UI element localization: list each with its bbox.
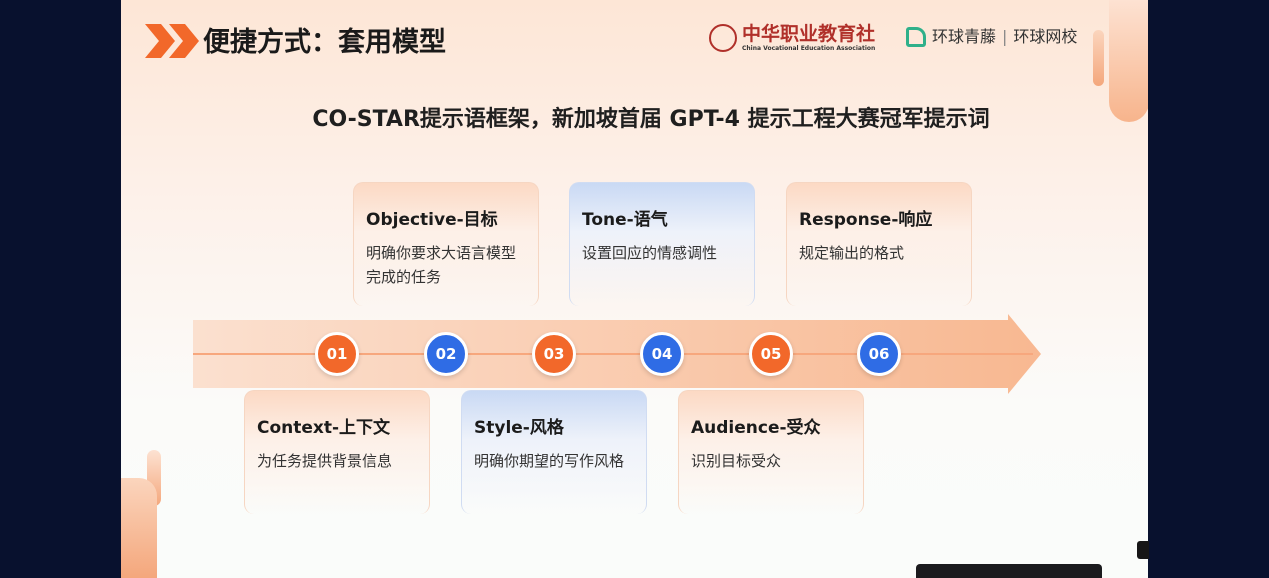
step-number-03: 03 — [532, 332, 576, 376]
step-number-04: 04 — [640, 332, 684, 376]
step-desc: 为任务提供背景信息 — [257, 452, 393, 470]
step-title: Style-风格 — [474, 418, 564, 438]
brand-separator: | — [1002, 27, 1008, 46]
step-desc: 明确你要求大语言模型完成的任务 — [366, 244, 517, 286]
step-number-06: 06 — [857, 332, 901, 376]
step-title: Tone-语气 — [582, 210, 668, 230]
step-number-01: 01 — [315, 332, 359, 376]
step-title: Context-上下文 — [257, 418, 391, 438]
step-card-tone: Tone-语气 设置回应的情感调性 — [569, 182, 755, 306]
brand-logo: 环球青藤 | 环球网校 — [906, 24, 1077, 50]
logo-text-en: China Vocational Education Association — [742, 45, 876, 52]
step-desc: 明确你期望的写作风格 — [474, 452, 625, 470]
decoration — [1109, 0, 1148, 122]
step-desc: 识别目标受众 — [691, 452, 782, 470]
step-title: Response-响应 — [799, 210, 933, 230]
cvea-logo: 中华职业教育社 China Vocational Education Assoc… — [709, 20, 882, 56]
slide-title: 便捷方式：套用模型 — [203, 27, 446, 58]
side-handle[interactable] — [1137, 541, 1149, 559]
step-title: Audience-受众 — [691, 418, 821, 438]
step-desc: 规定输出的格式 — [799, 244, 905, 262]
step-number-05: 05 — [749, 332, 793, 376]
decoration — [121, 478, 157, 578]
video-control-bar[interactable] — [916, 564, 1102, 578]
double-chevron-icon — [145, 24, 199, 58]
brand-name: 环球青藤 — [932, 27, 997, 46]
leaf-logo-icon — [906, 27, 926, 47]
step-card-response: Response-响应 规定输出的格式 — [786, 182, 972, 306]
step-card-style: Style-风格 明确你期望的写作风格 — [461, 390, 647, 514]
step-card-context: Context-上下文 为任务提供背景信息 — [244, 390, 430, 514]
slide-subtitle: CO-STAR提示语框架，新加坡首届 GPT-4 提示工程大赛冠军提示词 — [312, 107, 990, 132]
seal-icon — [709, 24, 737, 52]
step-desc: 设置回应的情感调性 — [582, 244, 718, 262]
step-number-02: 02 — [424, 332, 468, 376]
brand-name-2: 环球网校 — [1013, 27, 1078, 46]
step-card-audience: Audience-受众 识别目标受众 — [678, 390, 864, 514]
step-card-objective: Objective-目标 明确你要求大语言模型完成的任务 — [353, 182, 539, 306]
logo-text-cn: 中华职业教育社 — [742, 23, 876, 45]
step-title: Objective-目标 — [366, 210, 498, 230]
decoration — [1093, 30, 1104, 86]
slide: 便捷方式：套用模型 中华职业教育社 China Vocational Educa… — [121, 0, 1148, 578]
